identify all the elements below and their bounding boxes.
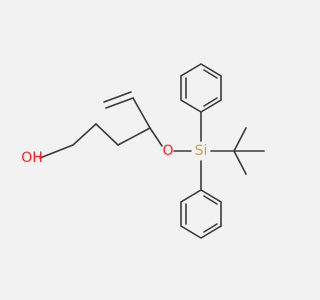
tbutyl-methyl-up [233, 127, 247, 152]
upper-phenyl-inner-b [203, 69, 218, 79]
vinyl-double-bond-b [105, 97, 134, 109]
vinyl-single-bond [132, 97, 151, 129]
lower-phenyl-inner-a [203, 195, 218, 205]
molecule-structure: OH O Si [21, 63, 265, 239]
hydroxyl-label: OH [21, 150, 43, 166]
chain-bond-4 [39, 144, 74, 159]
upper-phenyl-inner-a [203, 97, 218, 107]
upper-phenyl-ring [180, 63, 222, 113]
silicon-label: Si [195, 143, 208, 159]
chain-bond-3 [72, 123, 97, 146]
vinyl-double-bond-a [103, 91, 132, 103]
ether-oxygen-label: O [162, 143, 173, 159]
chain-bond-2 [95, 123, 119, 146]
molecule-canvas: OH O Si [21, 63, 265, 239]
lower-phenyl-inner-b [203, 223, 218, 233]
tbutyl-methyl-down [233, 150, 247, 175]
chain-bond-1 [117, 127, 151, 146]
lower-phenyl-ring [180, 189, 222, 239]
carbon-oxygen-bond [149, 127, 163, 147]
